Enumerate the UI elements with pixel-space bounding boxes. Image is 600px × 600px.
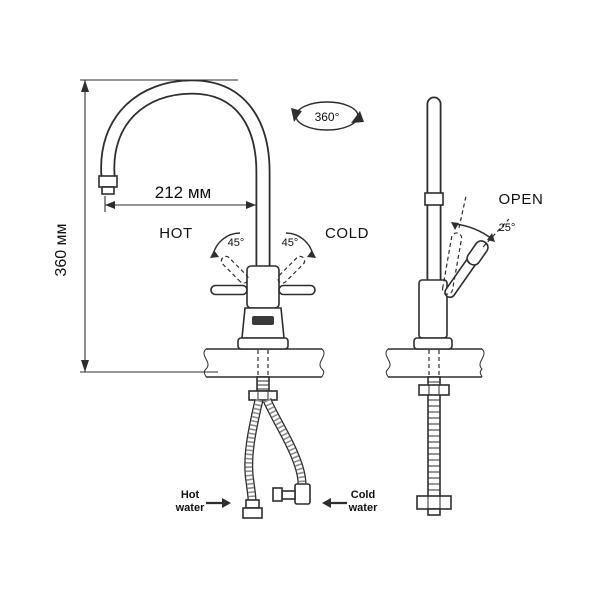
spout-aerator-tip <box>101 186 115 195</box>
faucet-body-side <box>413 279 453 350</box>
gooseneck-spout <box>98 79 271 282</box>
spout-aerator <box>98 175 118 188</box>
handle-open-ghost <box>441 232 463 295</box>
hot-lever-rotated-ghost <box>220 255 249 284</box>
open-angle-arc <box>454 223 493 240</box>
dimension-arrow-down-icon <box>81 360 89 372</box>
elbow-fitting <box>294 483 311 505</box>
under-counter-side <box>416 376 452 516</box>
cold-rotation-arrow-icon <box>307 250 316 258</box>
cold-handle <box>277 232 316 296</box>
open-angle-label: 25° <box>499 222 516 234</box>
elbow-outlet <box>281 490 296 500</box>
rotation-arrow-left-icon <box>291 108 302 122</box>
faucet-body-front <box>237 265 289 350</box>
locking-nut <box>418 384 450 396</box>
hot-rotation-arrow-icon <box>210 250 219 258</box>
hot-water-arrow-icon <box>222 498 231 508</box>
height-dimension: 360 мм <box>53 79 238 373</box>
hose-fitting <box>245 499 260 509</box>
supply-labels: Hot water Cold water <box>175 489 378 514</box>
angle-reference-line <box>482 218 510 248</box>
handle-paddle <box>466 240 489 266</box>
hose-nut <box>242 507 263 519</box>
mounting-nut <box>248 390 278 401</box>
hot-label: HOT <box>159 225 192 242</box>
cold-label: COLD <box>325 225 369 242</box>
break-squiggle <box>319 348 325 378</box>
break-squiggle <box>385 348 391 378</box>
hot-handle <box>210 232 249 296</box>
base-flange <box>237 337 289 350</box>
open-label: OPEN <box>499 191 544 208</box>
cold-water-label-line1: Cold <box>351 489 375 501</box>
counter-section-side <box>385 348 485 378</box>
dimension-arrow-up-icon <box>81 80 89 92</box>
width-dimension-label: 212 мм <box>155 183 211 202</box>
open-arc-arrow-icon <box>487 233 495 242</box>
hot-lever <box>210 284 248 296</box>
under-counter-front <box>242 376 311 519</box>
hot-angle-label: 45° <box>228 237 245 249</box>
rotation-arrow-right-icon <box>351 111 364 123</box>
front-view: HOT COLD 45° 45° <box>98 79 369 519</box>
cold-lever <box>278 284 316 296</box>
break-squiggle <box>203 348 209 378</box>
hot-water-label-line1: Hot <box>181 489 200 501</box>
cold-angle-label: 45° <box>282 237 299 249</box>
angle-reference-line <box>458 195 467 229</box>
swivel-rotation-symbol: 360° <box>291 101 364 131</box>
open-arc-arrow-icon <box>451 222 459 230</box>
mixer-hub <box>246 265 280 309</box>
base-flange-side <box>413 337 453 350</box>
hot-hose <box>242 398 264 519</box>
riser-pipe <box>424 96 444 290</box>
height-dimension-label: 360 мм <box>53 223 70 276</box>
shank-threads <box>257 380 269 390</box>
stud-tip <box>427 508 441 516</box>
dimension-arrow-right-icon <box>246 201 256 209</box>
width-dimension: 212 мм <box>104 183 256 212</box>
brand-badge <box>252 316 274 325</box>
counter-section-front <box>203 348 325 378</box>
hot-water-label-line2: water <box>175 502 205 514</box>
cold-hose <box>262 398 311 505</box>
swivel-angle-label: 360° <box>315 110 340 124</box>
cold-water-label-line2: water <box>348 502 378 514</box>
cold-water-arrow-icon <box>322 498 331 508</box>
dimension-arrow-left-icon <box>105 201 115 209</box>
pipe-collar <box>424 192 444 206</box>
cold-lever-rotated-ghost <box>277 255 306 284</box>
bottom-nut <box>416 495 452 510</box>
elbow-nut <box>272 487 283 502</box>
break-squiggle <box>479 348 485 378</box>
side-view: OPEN 25° <box>385 96 544 516</box>
side-handle <box>441 195 510 299</box>
